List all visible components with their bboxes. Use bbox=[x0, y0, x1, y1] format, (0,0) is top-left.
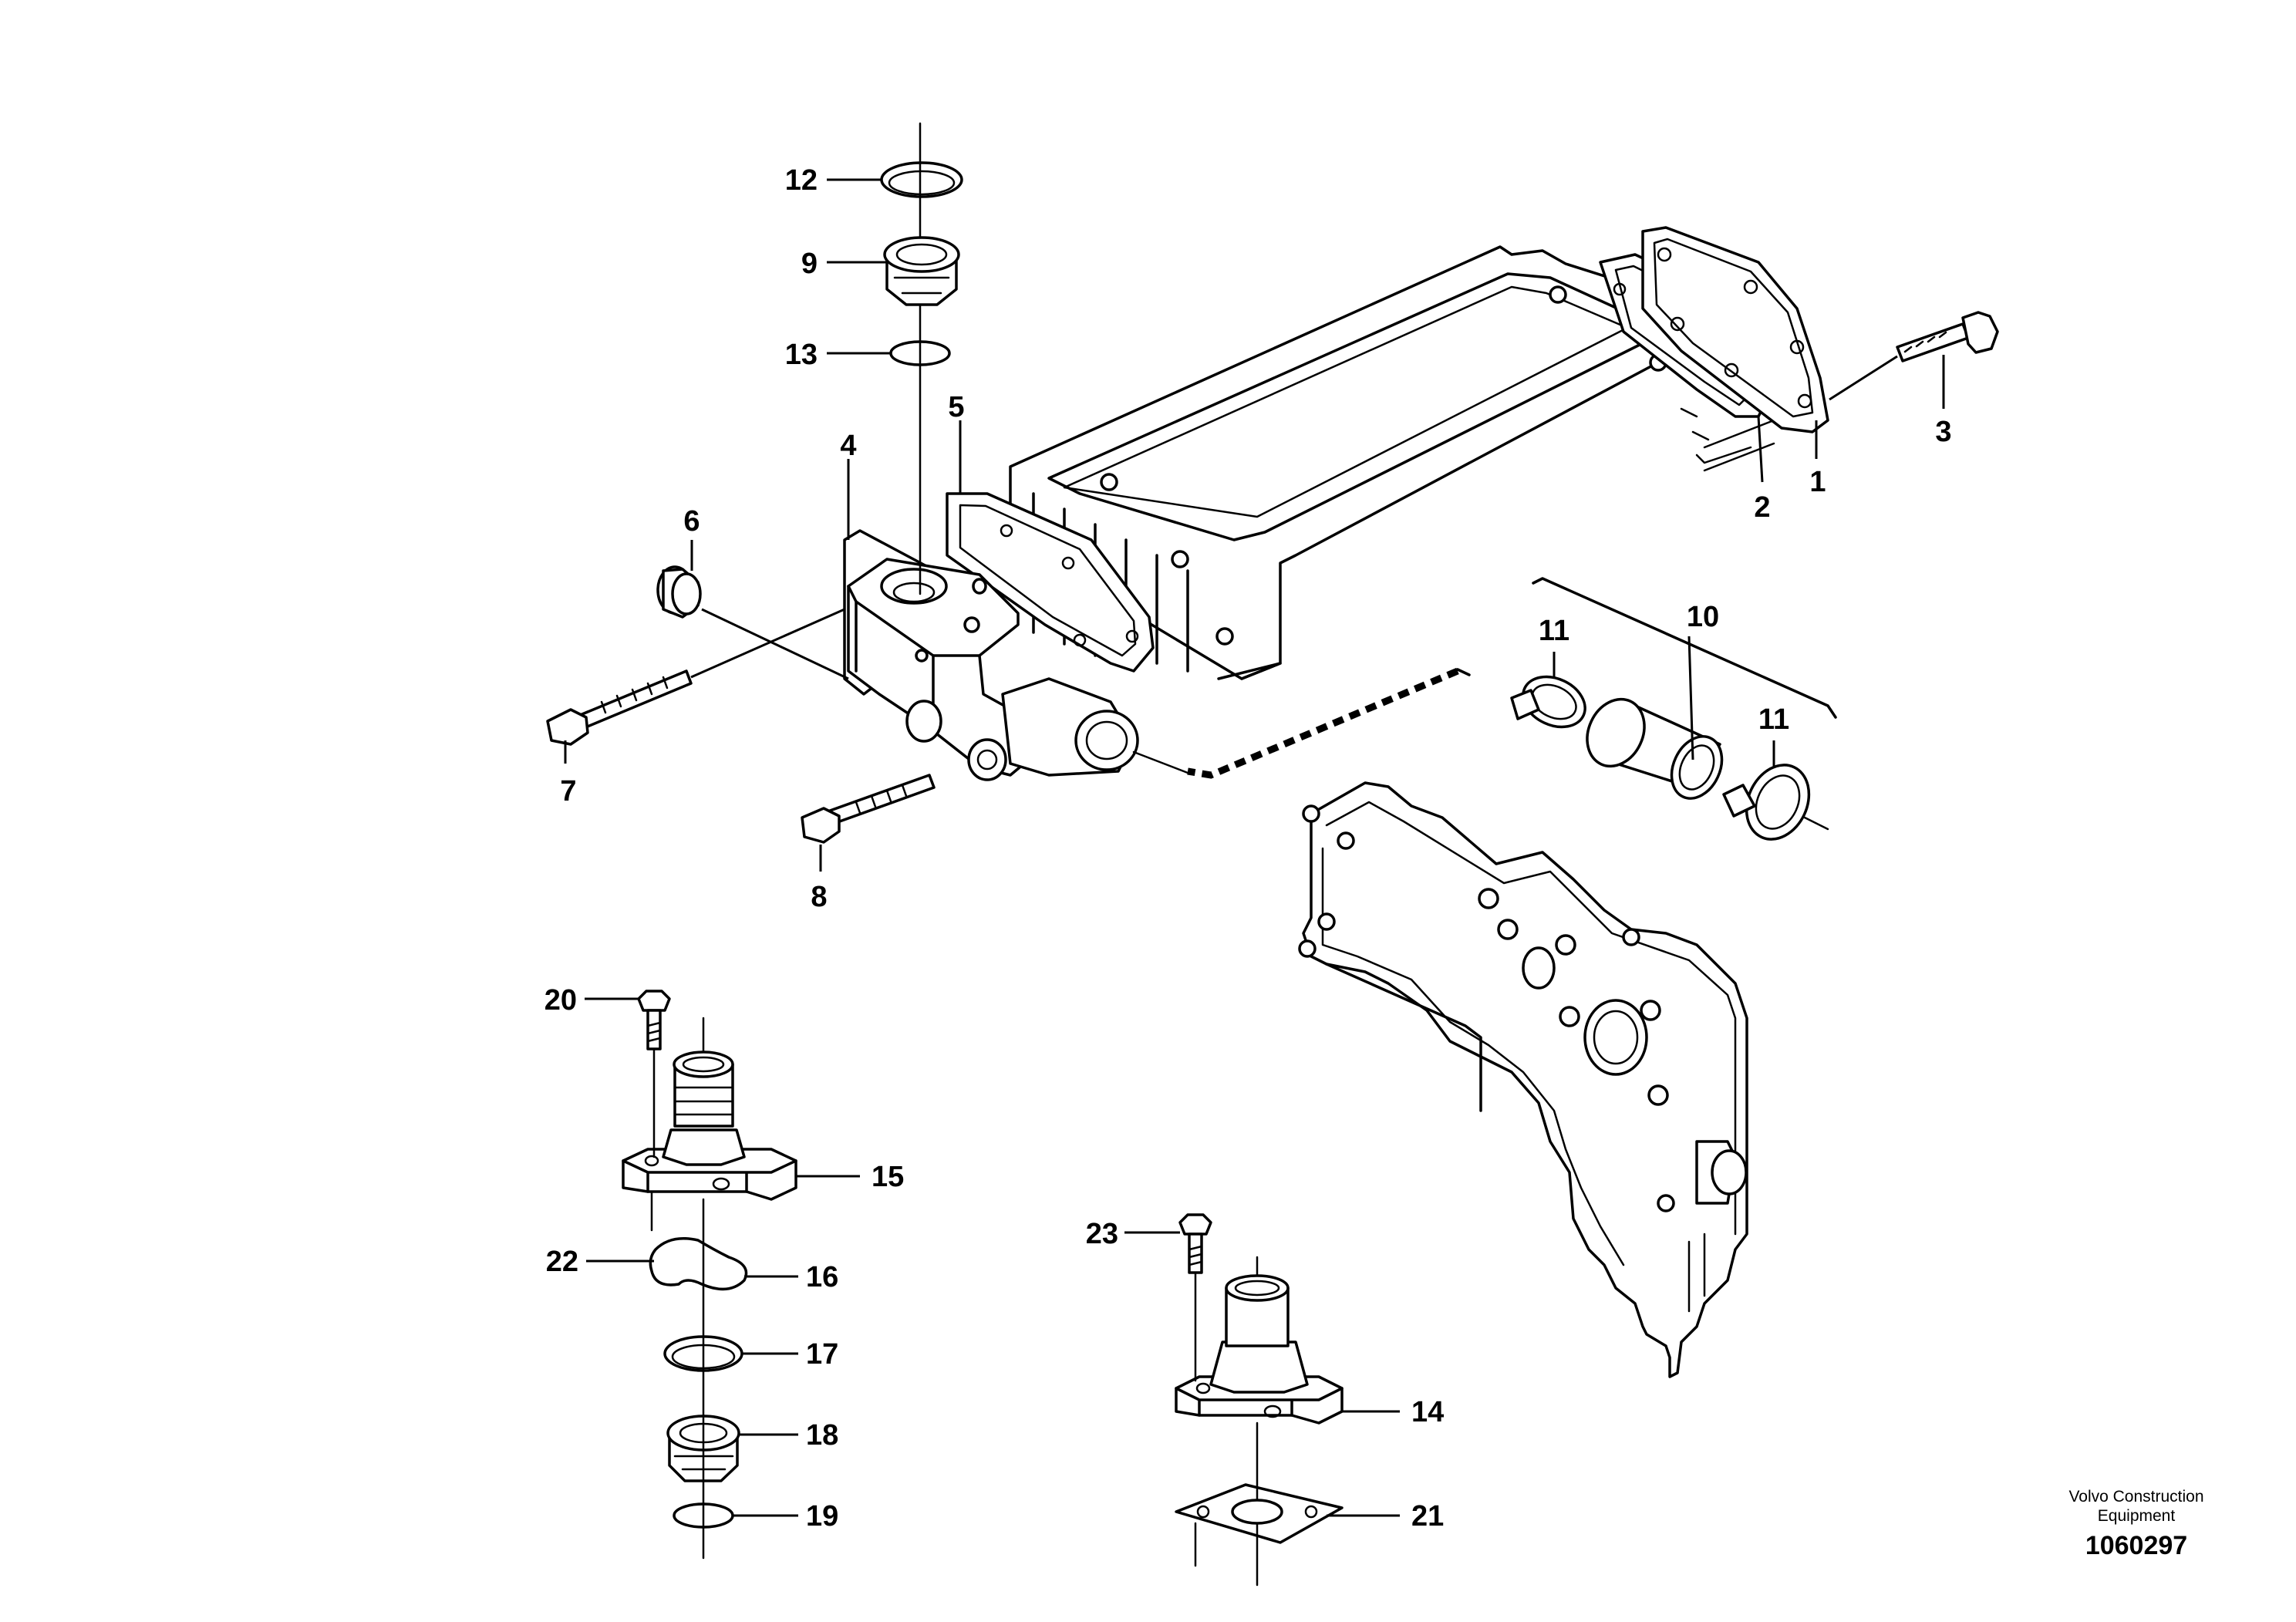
callout-7: 7 bbox=[560, 775, 576, 808]
callout-9: 9 bbox=[801, 248, 818, 280]
gasket-21 bbox=[1175, 1483, 1344, 1587]
clamp-11-left bbox=[1510, 675, 1586, 729]
callout-18: 18 bbox=[806, 1419, 838, 1452]
callout-14: 14 bbox=[1411, 1396, 1444, 1428]
thermostat-housing-4 bbox=[843, 529, 1139, 781]
callout-8: 8 bbox=[811, 881, 827, 913]
callout-11-right: 11 bbox=[1758, 703, 1789, 736]
bolt-3 bbox=[1829, 311, 1999, 401]
bolt-7 bbox=[546, 608, 845, 746]
gasket-16-22 bbox=[649, 1237, 748, 1291]
callout-6: 6 bbox=[683, 505, 700, 538]
callout-3: 3 bbox=[1935, 416, 1951, 448]
bolt-23 bbox=[1178, 1213, 1212, 1382]
hose-group bbox=[1132, 577, 1837, 779]
bolt-8 bbox=[801, 774, 936, 872]
hose-10 bbox=[1586, 697, 1724, 800]
thermostat-9 bbox=[883, 236, 960, 306]
callout-15: 15 bbox=[872, 1161, 904, 1193]
callout-2: 2 bbox=[1754, 491, 1770, 524]
callout-13: 13 bbox=[785, 339, 818, 371]
callout-12: 12 bbox=[785, 164, 818, 197]
drawing-number: 1060297 bbox=[2085, 1531, 2187, 1560]
clamp-11-right bbox=[1722, 764, 1829, 841]
callout-22: 22 bbox=[546, 1246, 578, 1278]
callout-1: 1 bbox=[1809, 466, 1826, 498]
brand-line-1: Volvo Construction bbox=[2068, 1488, 2203, 1506]
engine-cover bbox=[1298, 781, 1748, 1378]
callout-16: 16 bbox=[806, 1261, 838, 1293]
callout-21: 21 bbox=[1411, 1500, 1444, 1533]
ring-12 bbox=[880, 161, 963, 198]
callout-20: 20 bbox=[544, 984, 577, 1017]
callout-5: 5 bbox=[948, 391, 964, 423]
callout-10: 10 bbox=[1687, 601, 1719, 633]
connection-flange-14 bbox=[1175, 1256, 1344, 1425]
bolt-20 bbox=[637, 990, 671, 1158]
callout-19: 19 bbox=[806, 1500, 838, 1533]
callout-11-left: 11 bbox=[1539, 615, 1569, 647]
leader-lines bbox=[564, 178, 1945, 1517]
callout-17: 17 bbox=[806, 1338, 838, 1371]
footer-block: Volvo Construction Equipment 1060297 bbox=[2068, 1488, 2203, 1560]
callout-23: 23 bbox=[1086, 1218, 1118, 1250]
brand-line-2: Equipment bbox=[2098, 1507, 2176, 1525]
plug-6 bbox=[656, 565, 849, 680]
connection-flange-15 bbox=[622, 1017, 797, 1232]
gasket-1 bbox=[1641, 226, 1829, 433]
callout-4: 4 bbox=[840, 430, 856, 462]
